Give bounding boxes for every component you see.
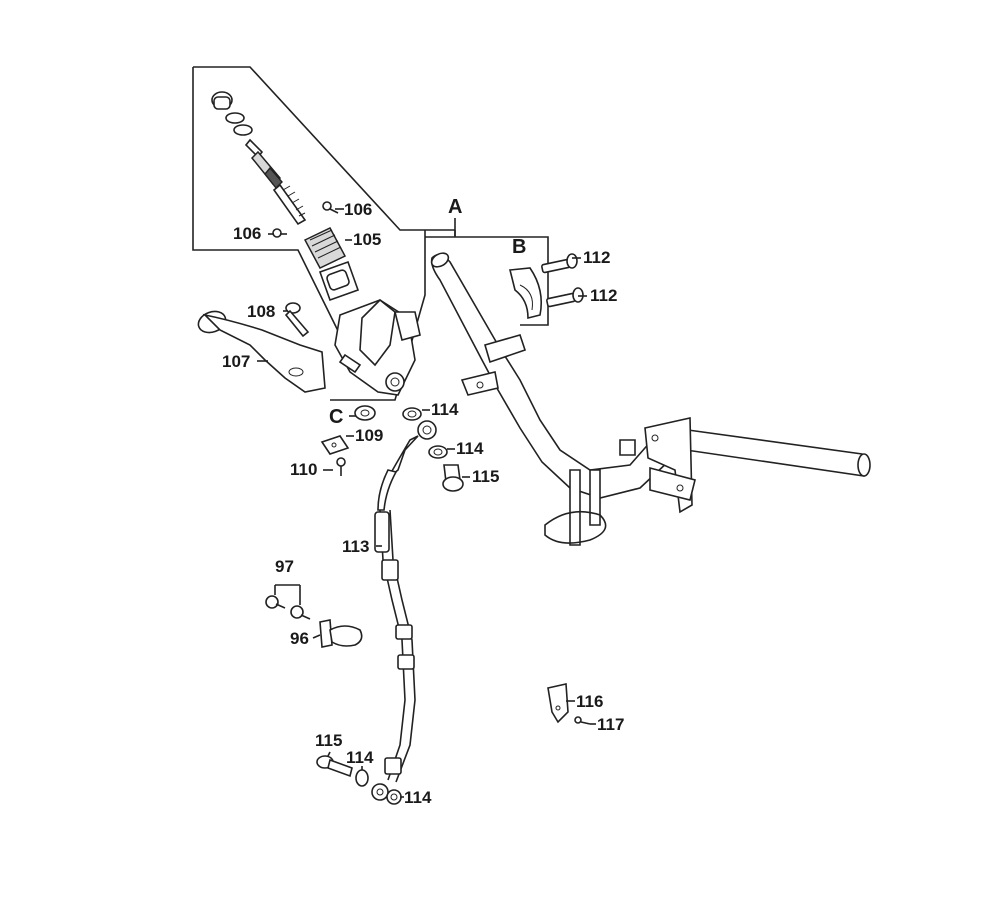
reservoir-cap (303, 227, 360, 302)
screws-97 (265, 584, 311, 620)
master-cylinder-body (334, 298, 421, 396)
banjo-bolt-115-bottom (316, 755, 353, 778)
label-114-d: 114 (404, 788, 432, 807)
brake-lever-107 (197, 310, 326, 393)
label-112-bottom: 112 (590, 286, 617, 305)
screw-110 (336, 457, 346, 476)
label-a: A (448, 196, 462, 218)
label-114-c: 114 (346, 748, 374, 767)
washer-114-d (386, 789, 402, 805)
group-a-bracket (425, 218, 549, 326)
label-117: 117 (597, 715, 624, 734)
washer-114-b (428, 445, 448, 459)
label-97: 97 (275, 557, 294, 576)
label-115-bottom: 115 (315, 731, 342, 750)
nut-c (354, 405, 376, 421)
washer-114-a (402, 407, 422, 421)
pivot-bolt-108 (284, 302, 310, 338)
label-110: 110 (290, 460, 317, 479)
label-b: B (512, 236, 526, 258)
screw-106-left (272, 228, 287, 238)
label-109: 109 (355, 426, 383, 445)
label-c: C (329, 406, 343, 428)
screw-106-top (322, 201, 339, 214)
washer-114-c (355, 769, 369, 787)
label-105: 105 (353, 230, 381, 249)
label-115-top: 115 (472, 467, 499, 486)
label-116: 116 (576, 692, 603, 711)
label-107: 107 (222, 352, 250, 371)
brake-hose-113 (371, 420, 437, 801)
leader-lines (257, 208, 596, 798)
label-114-b: 114 (456, 439, 484, 458)
bolt-112-top (541, 253, 578, 274)
label-114-a: 114 (431, 400, 459, 419)
banjo-bolt-115-top (442, 464, 464, 492)
label-106-left: 106 (233, 224, 261, 243)
hose-clamp-96 (319, 619, 363, 648)
screw-117 (574, 716, 591, 725)
master-cylinder-internals (211, 91, 307, 226)
bolt-112-bottom (546, 287, 584, 308)
master-cylinder-group-outline (192, 66, 456, 401)
handlebar-clamp-b (508, 267, 543, 320)
switch-109 (320, 435, 350, 455)
label-112-top: 112 (583, 248, 610, 267)
handlebar-frame (430, 252, 871, 546)
label-96: 96 (290, 629, 309, 648)
bracket-116 (547, 683, 569, 724)
label-106-top: 106 (344, 200, 372, 219)
label-108: 108 (247, 302, 275, 321)
label-113: 113 (342, 537, 369, 556)
